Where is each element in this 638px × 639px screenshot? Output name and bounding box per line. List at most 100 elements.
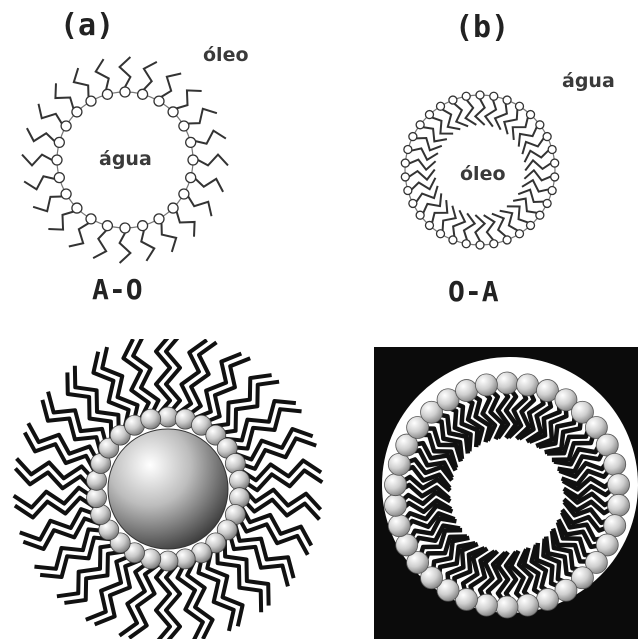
reverse-micelle-tail bbox=[154, 339, 172, 419]
panel-b-surfactant-head bbox=[535, 210, 545, 220]
panel-a-surfactant-tail bbox=[176, 89, 202, 110]
panel-b-surfactant-head bbox=[403, 144, 413, 155]
reverse-micelle-tail bbox=[172, 339, 208, 418]
panel-a-surfactant-tail bbox=[37, 103, 63, 125]
panel-a-surfactant-head bbox=[85, 213, 97, 225]
reverse-micelle-tail bbox=[72, 365, 121, 437]
panel-b-surfactant-head bbox=[448, 235, 458, 245]
vesicle-head-bead bbox=[384, 473, 407, 497]
panel-b-surfactant-head bbox=[461, 91, 471, 101]
reverse-micelle-tail bbox=[220, 398, 297, 443]
panel-a-surfactant-head bbox=[153, 95, 165, 107]
reverse-micelle-tail bbox=[190, 351, 243, 422]
panel-b-surfactant-head bbox=[415, 210, 425, 220]
panel-a-surfactant-tail bbox=[54, 83, 75, 109]
reverse-micelle-tail bbox=[15, 457, 98, 484]
panel-b-surfactant-head bbox=[424, 220, 435, 231]
reverse-micelle-tail bbox=[164, 339, 182, 419]
vesicle-head-bead bbox=[571, 566, 594, 590]
panel-b-surfactant-tail bbox=[523, 168, 552, 182]
panel-a-surfactant-head bbox=[71, 202, 83, 214]
reverse-micelle-tail bbox=[175, 557, 205, 639]
panel-b-surfactant-head bbox=[435, 229, 446, 239]
vesicle-head-bead bbox=[420, 566, 443, 590]
panel-b-surfactant-head bbox=[403, 185, 413, 196]
vesicle-head-bead bbox=[495, 595, 519, 619]
panel-a-surfactant-tail bbox=[68, 222, 90, 248]
panel-a-surfactant-tail bbox=[160, 223, 178, 253]
panel-a-surfactant-tail bbox=[92, 229, 108, 259]
panel-a-surfactant-tail bbox=[175, 211, 196, 237]
panel-b-surfactant-tail bbox=[512, 197, 537, 214]
panel-b-surfactant-tail bbox=[452, 209, 467, 237]
panel-b-surfactant-head bbox=[415, 120, 425, 130]
reverse-micelle-tail bbox=[12, 485, 98, 510]
reverse-micelle-tail bbox=[13, 495, 100, 520]
reverse-micelle-tail bbox=[100, 346, 140, 427]
reverse-micelle-head-bead bbox=[109, 424, 131, 446]
panel-b-surfactant-tail bbox=[408, 158, 437, 172]
panel-a-surfactant-head bbox=[136, 88, 149, 100]
panel-a-type-label: A-O bbox=[92, 273, 143, 306]
panel-a-surfactant-tail bbox=[188, 107, 218, 125]
panel-b-surfactant-head bbox=[542, 198, 552, 209]
reverse-micelle-head-bead bbox=[157, 550, 179, 572]
panel-a-surfactant-head bbox=[101, 220, 114, 232]
vesicle-head-bead bbox=[455, 379, 478, 402]
reverse-micelle-tail bbox=[226, 527, 290, 587]
panel-a-surfactant-head bbox=[167, 106, 179, 118]
panel-a-surfactant-head bbox=[51, 154, 63, 166]
vesicle-head-bead bbox=[475, 373, 498, 397]
panel-b-surfactant-head bbox=[424, 109, 435, 120]
reverse-micelle-head-bead bbox=[174, 548, 196, 570]
panel-b-surfactant-tail bbox=[521, 178, 549, 193]
vesicle-head-bead bbox=[395, 533, 419, 557]
reverse-micelle-tail bbox=[39, 535, 116, 580]
vesicle-head-bead bbox=[406, 416, 430, 439]
reverse-micelle-tail bbox=[206, 373, 272, 430]
reverse-micelle-tail bbox=[232, 519, 296, 579]
panel-b-surfactant-tail bbox=[506, 205, 529, 224]
panel-b-surfactant-tail bbox=[415, 185, 439, 203]
panel-b-surfactant-head bbox=[502, 95, 512, 105]
panel-a-inner-medium: água bbox=[99, 148, 152, 170]
panel-a-surfactant-tail bbox=[140, 230, 156, 262]
panel-a-surfactant-head bbox=[185, 171, 197, 184]
reverse-micelle-tail bbox=[19, 507, 103, 542]
reverse-micelle-tail bbox=[121, 339, 151, 423]
reverse-micelle-tail bbox=[239, 484, 323, 511]
panel-a-outer-medium: óleo bbox=[203, 44, 249, 66]
panel-b-surfactant-head bbox=[408, 131, 418, 142]
panel-b-surfactant-head bbox=[489, 239, 499, 249]
panel-a-surfactant-head bbox=[167, 202, 179, 214]
panel-b-surfactant-head bbox=[489, 91, 499, 101]
panel-a-surfactant-head bbox=[53, 171, 65, 184]
panel-b-surfactant-head bbox=[408, 198, 418, 209]
panel-a-surfactant-tail bbox=[197, 153, 229, 167]
panel-a-surfactant-tail bbox=[94, 58, 110, 90]
panel-b-surfactant-tail bbox=[423, 126, 448, 143]
reverse-micelle-tail bbox=[85, 551, 138, 622]
panel-b-surfactant-head bbox=[514, 229, 525, 239]
panel-a-surfactant-head bbox=[187, 154, 199, 166]
reverse-micelle-head-bead bbox=[191, 414, 212, 436]
vesicle-head-bead bbox=[406, 551, 430, 574]
vesicle-head-bead bbox=[387, 452, 411, 476]
panel-a-surfactant-tail bbox=[21, 153, 53, 167]
panel-a-surfactant-tail bbox=[187, 195, 213, 217]
panel-b-surfactant-tail bbox=[411, 147, 439, 162]
panel-b-surfactant-tail bbox=[441, 205, 457, 231]
reverse-micelle-tail bbox=[164, 559, 182, 639]
panel-b-surfactant-tail bbox=[499, 209, 518, 232]
panel-a-surfactant-head bbox=[178, 188, 190, 200]
reverse-micelle-tail bbox=[196, 551, 236, 632]
panel-b-surfactant-head bbox=[514, 101, 525, 111]
panel-b-surfactant-tail bbox=[422, 193, 443, 214]
vesicle-head-bead bbox=[384, 493, 407, 517]
vesicle-3d-illustration bbox=[382, 357, 638, 619]
reverse-micelle-tail bbox=[131, 339, 161, 421]
panel-a-surfactant-tail bbox=[194, 177, 224, 193]
vesicle-head-bead bbox=[584, 416, 608, 439]
reverse-micelle-3d-illustration bbox=[12, 339, 324, 639]
panel-b-surfactant-tail bbox=[416, 137, 443, 152]
